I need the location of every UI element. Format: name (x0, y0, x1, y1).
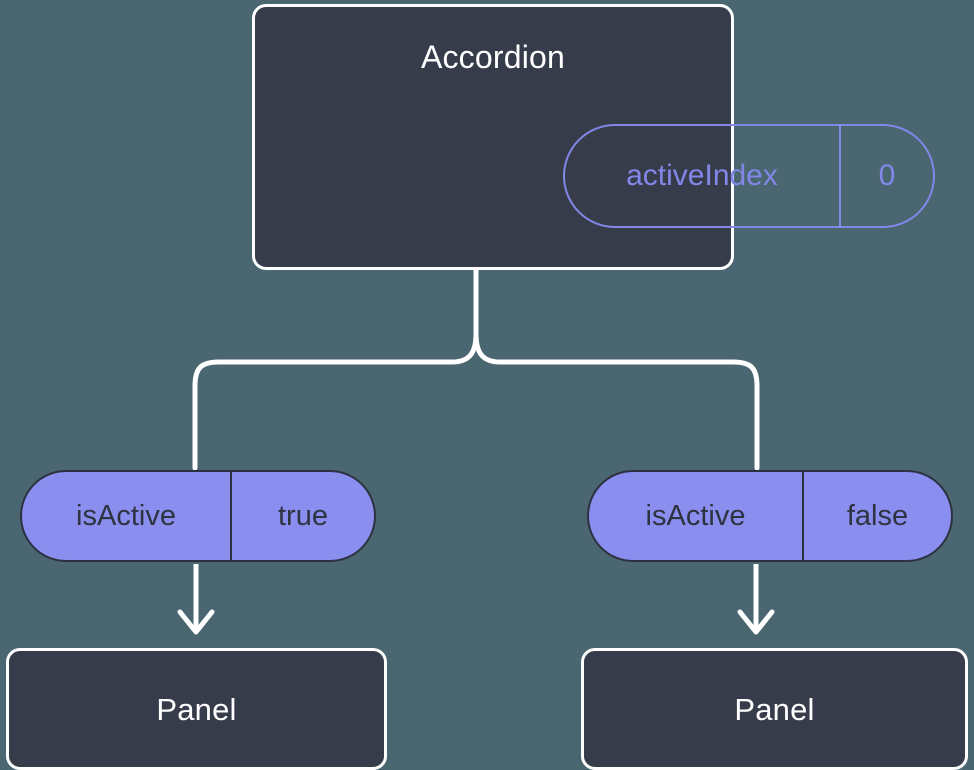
tree-connector-path (473, 267, 760, 471)
state-pill-value: 0 (878, 159, 896, 192)
prop-pill-left-is-active[interactable]: isActive true (20, 470, 376, 562)
node-accordion-title: Accordion (420, 39, 566, 75)
tree-connector-path-left (192, 331, 479, 471)
prop-pill-right-key: isActive (589, 472, 804, 560)
prop-pill-right-is-active[interactable]: isActive false (587, 470, 953, 562)
prop-pill-left-value: true (278, 499, 328, 532)
node-panel-right[interactable]: Panel (581, 648, 968, 770)
state-pill-key: activeIndex (565, 126, 841, 226)
state-pill-active-index[interactable]: activeIndex 0 (563, 124, 935, 228)
arrow-left-head-icon (177, 609, 215, 635)
prop-pill-right-value: false (846, 499, 909, 532)
prop-pill-left-key: isActive (22, 472, 232, 560)
node-accordion[interactable]: Accordion activeIndex 0 (252, 4, 935, 270)
node-panel-right-title: Panel (734, 691, 815, 727)
arrow-right-head-icon (737, 609, 775, 635)
node-panel-left[interactable]: Panel (6, 648, 387, 770)
node-panel-left-title: Panel (156, 691, 237, 727)
